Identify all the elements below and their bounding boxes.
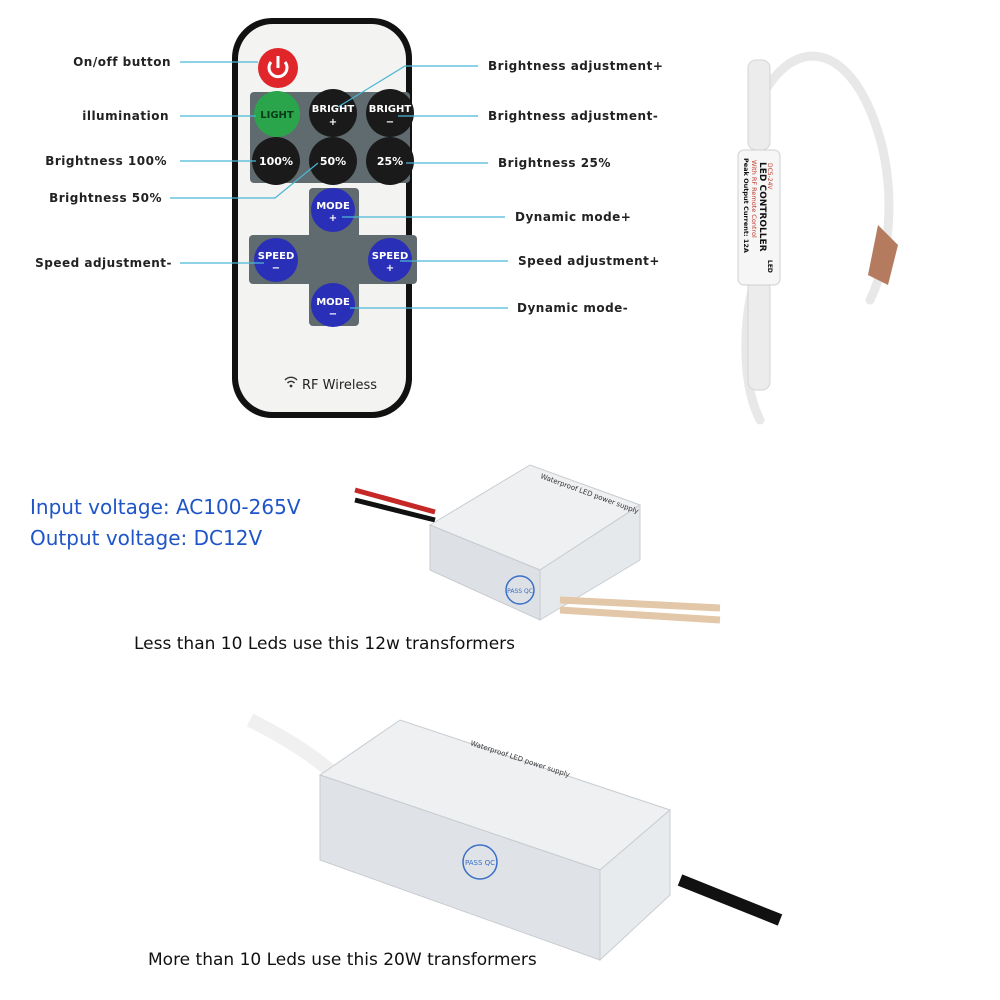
plus-sign: + bbox=[329, 213, 337, 224]
power-button[interactable] bbox=[258, 48, 298, 88]
label-brightness-minus: Brightness adjustment- bbox=[488, 109, 658, 123]
mode-plus-button[interactable]: MODE + bbox=[311, 188, 355, 232]
label-speed-minus: Speed adjustment- bbox=[35, 256, 172, 270]
light-label: LIGHT bbox=[260, 110, 294, 121]
controller-subtitle: With RF Remote Control bbox=[750, 160, 758, 238]
mode-minus-label: MODE bbox=[316, 297, 350, 308]
caption-20w: More than 10 Leds use this 20W transform… bbox=[148, 950, 537, 970]
label-on-off: On/off button bbox=[73, 55, 171, 69]
input-voltage: Input voltage: AC100-265V bbox=[30, 495, 301, 519]
controller-port-out: LED bbox=[766, 260, 773, 273]
label-mode-plus: Dynamic mode+ bbox=[515, 210, 631, 224]
bright-minus-label: BRIGHT bbox=[369, 104, 412, 115]
brightness-50-label: 50% bbox=[320, 155, 346, 168]
output-voltage: Output voltage: DC12V bbox=[30, 526, 262, 550]
speed-plus-label: SPEED bbox=[372, 251, 409, 262]
controller-port-in: DC5-24V bbox=[766, 163, 773, 190]
controller-current: Peak Output Current: 12A bbox=[742, 158, 750, 253]
remote-control: LIGHT BRIGHT + BRIGHT − 100% 50% 25% MOD… bbox=[232, 18, 417, 418]
brightness-100-button[interactable]: 100% bbox=[252, 137, 300, 185]
leader-lines bbox=[170, 61, 508, 309]
plus-sign: + bbox=[386, 263, 394, 274]
minus-sign: − bbox=[329, 309, 337, 320]
right-labels: Brightness adjustment+ Brightness adjust… bbox=[488, 59, 663, 315]
label-illumination: illumination bbox=[82, 109, 169, 123]
mode-minus-button[interactable]: MODE − bbox=[311, 283, 355, 327]
transformer-20w: Waterproof LED power supply PASS QC bbox=[246, 713, 783, 962]
brightness-25-label: 25% bbox=[377, 155, 403, 168]
brightness-100-label: 100% bbox=[259, 155, 293, 168]
transformer-12w: Waterproof LED power supply PASS QC bbox=[354, 464, 721, 624]
caption-12w: Less than 10 Leds use this 12w transform… bbox=[134, 634, 515, 654]
speed-plus-button[interactable]: SPEED + bbox=[368, 238, 412, 282]
plus-sign: + bbox=[329, 117, 337, 128]
transformer-12w-seal: PASS QC bbox=[507, 588, 533, 595]
label-brightness-plus: Brightness adjustment+ bbox=[488, 59, 663, 73]
left-labels: On/off button illumination Brightness 10… bbox=[35, 55, 172, 270]
controller-title: LED CONTROLLER bbox=[757, 162, 767, 252]
speed-minus-label: SPEED bbox=[258, 251, 295, 262]
led-controller: DC5-24V LED CONTROLLER With RF Remote Co… bbox=[737, 51, 898, 425]
label-brightness-50: Brightness 50% bbox=[49, 191, 162, 205]
wifi-icon bbox=[284, 376, 298, 388]
label-brightness-25: Brightness 25% bbox=[498, 156, 611, 170]
bright-minus-button[interactable]: BRIGHT − bbox=[366, 89, 414, 137]
brightness-50-button[interactable]: 50% bbox=[309, 137, 357, 185]
bright-plus-label: BRIGHT bbox=[312, 104, 355, 115]
light-button[interactable]: LIGHT bbox=[254, 91, 300, 137]
minus-sign: − bbox=[386, 117, 394, 128]
label-mode-minus: Dynamic mode- bbox=[517, 301, 628, 315]
transformer-20w-seal: PASS QC bbox=[465, 859, 495, 867]
bright-plus-button[interactable]: BRIGHT + bbox=[309, 89, 357, 137]
minus-sign: − bbox=[272, 263, 280, 274]
speed-minus-button[interactable]: SPEED − bbox=[254, 238, 298, 282]
rf-wireless-label: RF Wireless bbox=[302, 378, 377, 393]
label-speed-plus: Speed adjustment+ bbox=[518, 254, 660, 268]
mode-plus-label: MODE bbox=[316, 201, 350, 212]
brightness-25-button[interactable]: 25% bbox=[366, 137, 414, 185]
label-brightness-100: Brightness 100% bbox=[45, 154, 167, 168]
